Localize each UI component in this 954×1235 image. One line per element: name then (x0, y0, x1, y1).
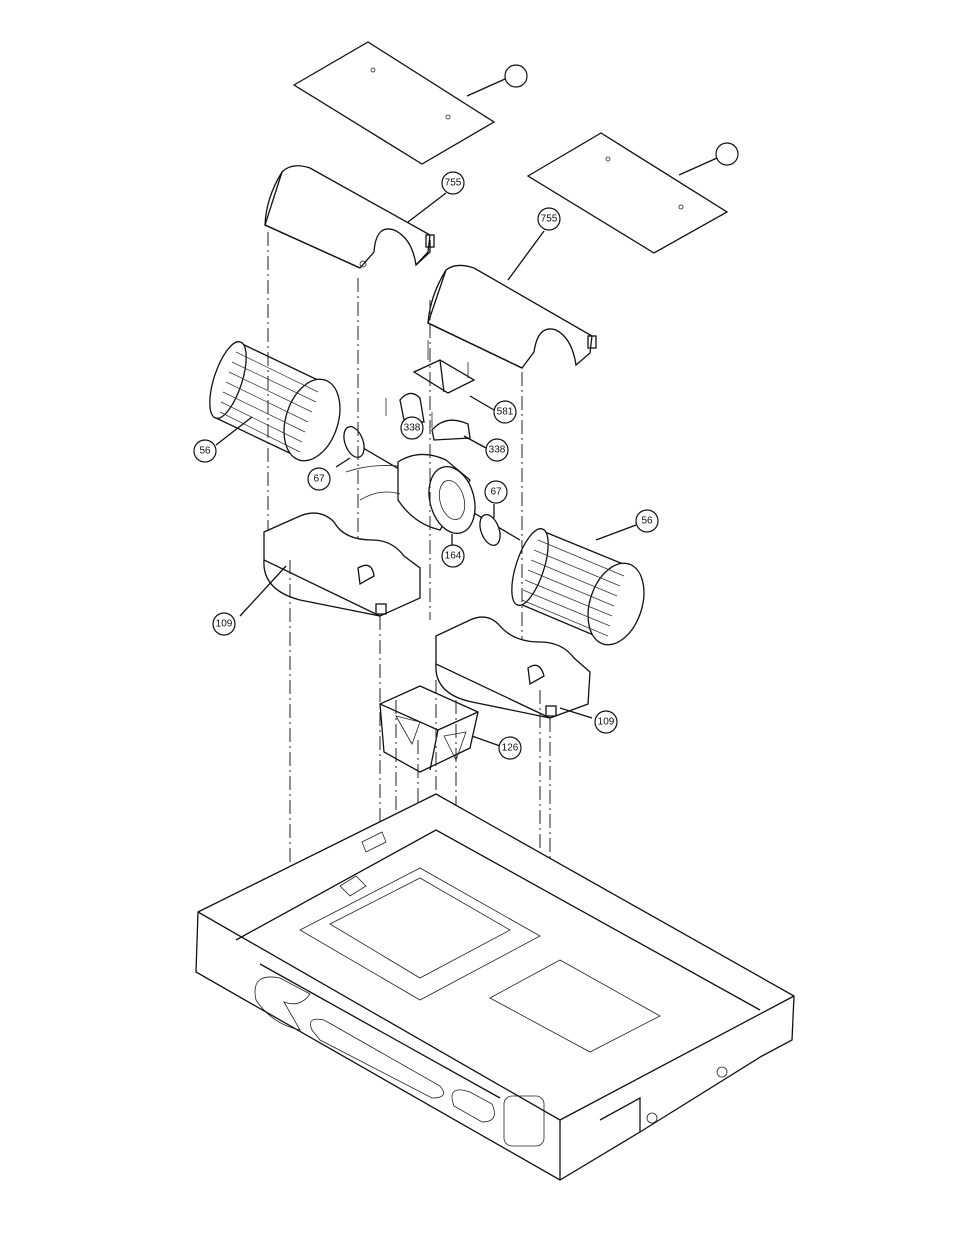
blower-wheel-left (202, 338, 349, 468)
svg-text:581: 581 (497, 407, 514, 418)
callout-109-left: 109 (213, 613, 235, 635)
svg-text:126: 126 (502, 743, 519, 754)
upper-housing-right (428, 231, 596, 368)
callout-755-left: 755 (442, 172, 464, 194)
svg-text:338: 338 (489, 445, 506, 456)
svg-text:56: 56 (199, 446, 211, 457)
sheet-left (294, 42, 505, 164)
lower-housing-right (436, 617, 592, 718)
callout-126: 126 (499, 737, 521, 759)
blower-wheel-right (504, 525, 653, 652)
callout-56-left: 56 (194, 440, 216, 462)
svg-text:755: 755 (541, 214, 558, 225)
upper-housing-left (265, 166, 446, 268)
callout-581: 581 (494, 401, 516, 423)
callout-338-left: 338 (401, 417, 423, 439)
callout-109-right: 109 (595, 711, 617, 733)
callout-sheet-left (505, 65, 527, 87)
svg-text:109: 109 (598, 717, 615, 728)
callout-338-right: 338 (486, 439, 508, 461)
callout-sheet-right (716, 143, 738, 165)
callout-755-right: 755 (538, 208, 560, 230)
lower-housing-left (240, 513, 420, 616)
sheet-right (528, 133, 727, 253)
motor-mount (380, 686, 500, 772)
callout-67-left: 67 (308, 468, 330, 490)
svg-text:67: 67 (490, 487, 502, 498)
callout-164: 164 (442, 545, 464, 567)
callout-56-right: 56 (636, 510, 658, 532)
base-pan (196, 794, 794, 1180)
svg-text:109: 109 (216, 619, 233, 630)
callout-67-right: 67 (485, 481, 507, 503)
svg-text:56: 56 (641, 516, 653, 527)
svg-text:67: 67 (313, 474, 325, 485)
svg-text:755: 755 (445, 178, 462, 189)
svg-text:338: 338 (404, 423, 421, 434)
svg-text:164: 164 (445, 551, 462, 562)
